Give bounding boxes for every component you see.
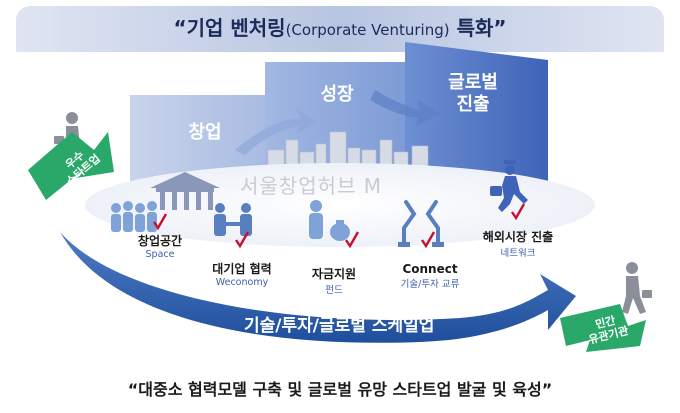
global-arrow <box>370 90 440 126</box>
check-mark-icon <box>511 203 526 221</box>
check-mark-icon <box>345 231 360 249</box>
hub-watermark: 서울창업허브 M <box>240 174 383 198</box>
item-overseas: 해외시장 진출 네트워크 <box>470 228 566 259</box>
growth-arrow <box>235 108 318 155</box>
title-paren: (Corporate Venturing) <box>285 21 450 39</box>
item-weconomy: 대기업 협력 Weconomy <box>200 260 284 288</box>
money-bag-icon <box>309 200 350 241</box>
item-overseas-label: 해외시장 진출 <box>482 230 554 244</box>
right-tag-arrow <box>560 304 646 352</box>
item-fund-sub: 펀드 <box>325 285 343 296</box>
item-overseas-sub: 네트워크 <box>500 248 536 259</box>
people-group-icon <box>111 201 157 232</box>
palace-icon <box>150 172 220 210</box>
item-weconomy-sub: Weconomy <box>215 277 269 288</box>
item-fund-label: 자금지원 <box>311 267 357 281</box>
item-connect: Connect 기술/투자 교류 <box>382 262 478 290</box>
stage-global-block <box>405 42 548 190</box>
item-space-label: 창업공간 <box>137 234 183 248</box>
check-mark-icon <box>235 231 250 249</box>
item-weconomy-label: 대기업 협력 <box>212 262 272 276</box>
check-mark-icon <box>153 213 168 231</box>
item-space-sub: Space <box>145 249 175 260</box>
businessman-icon <box>490 160 528 212</box>
robot-arm-icon <box>402 200 440 246</box>
stage-global-label: 글로벌 진출 <box>438 72 508 116</box>
stage-growth-label: 성장 <box>320 84 354 105</box>
title-banner <box>16 6 664 52</box>
title-main-end: 특화” <box>449 16 507 40</box>
page-title: “기업 벤처링(Corporate Venturing) 특화” <box>0 12 680 41</box>
item-fund: 자금지원 펀드 <box>296 265 372 296</box>
item-space: 창업공간 Space <box>120 232 200 260</box>
item-connect-label: Connect <box>402 262 458 276</box>
stage-startup-block <box>130 95 265 190</box>
scaleup-arrow-label: 기술/투자/글로벌 스케일업 <box>244 316 435 336</box>
scaleup-arrow <box>60 232 576 343</box>
robot-base-icon <box>398 242 444 247</box>
stage-global-line1: 글로벌 <box>448 72 498 93</box>
stage-startup-label: 창업 <box>188 122 222 143</box>
left-tag-arrow <box>28 132 114 200</box>
right-walker-icon <box>622 262 652 314</box>
check-mark-icon <box>421 231 436 249</box>
handshake-icon <box>214 203 252 236</box>
stage-global-line2: 진출 <box>456 94 490 115</box>
bottom-caption: “대중소 협력모델 구축 및 글로벌 유망 스타트업 발굴 및 육성” <box>127 380 553 399</box>
item-connect-sub: 기술/투자 교류 <box>400 279 460 290</box>
floor-ellipse <box>85 163 595 247</box>
title-main-start: “기업 벤처링 <box>173 16 286 40</box>
